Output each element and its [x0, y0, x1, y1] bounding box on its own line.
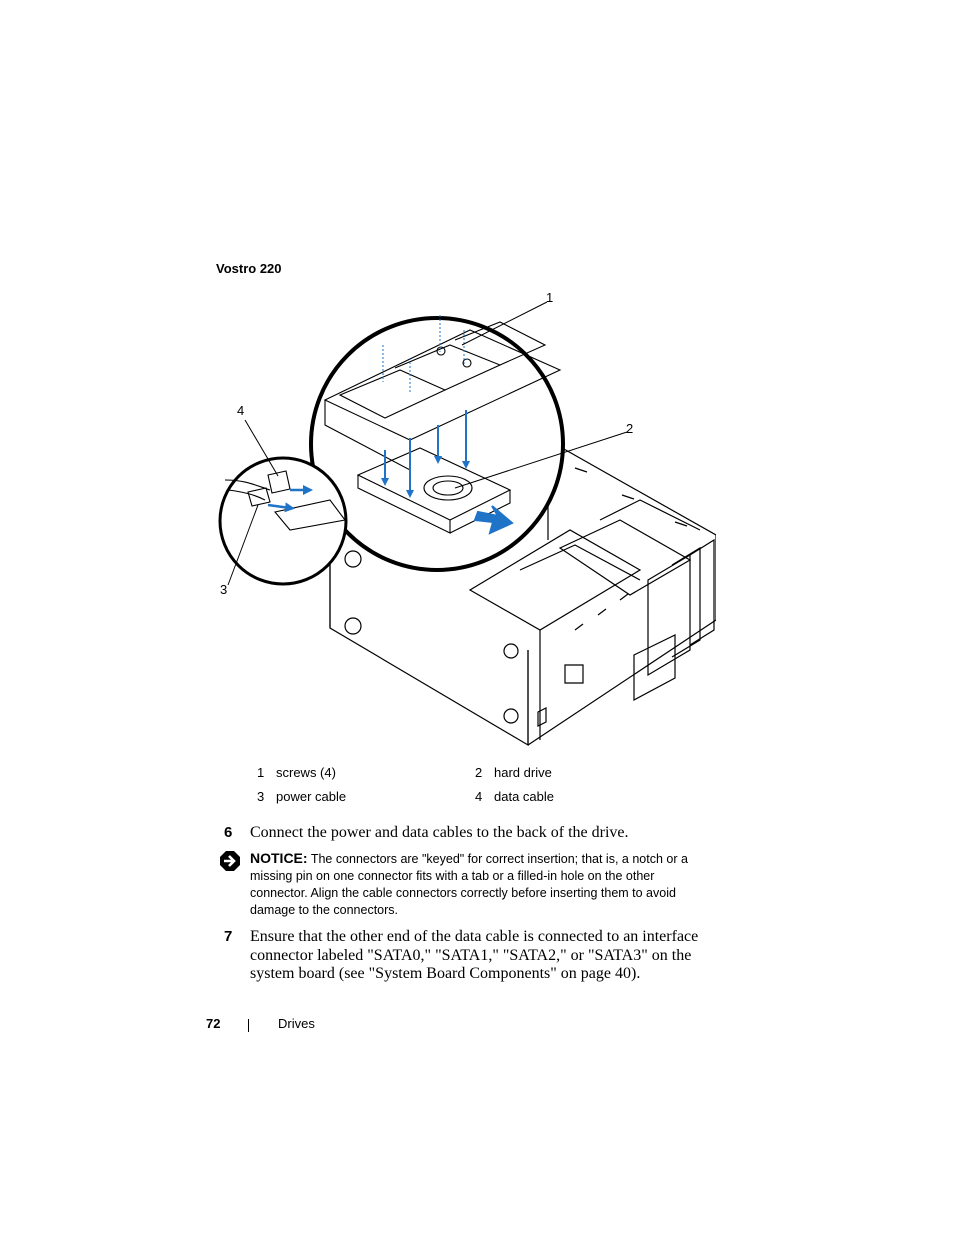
legend-item: 4 data cable — [475, 789, 554, 804]
legend-label: data cable — [494, 789, 554, 804]
notice-label: NOTICE: — [250, 850, 308, 866]
footer-divider — [248, 1019, 249, 1032]
callout-4: 4 — [237, 403, 245, 418]
step-number: 7 — [224, 928, 233, 945]
page-number: 72 — [206, 1016, 221, 1031]
notice-icon — [220, 851, 240, 871]
legend-item: 1 screws (4) — [257, 765, 336, 780]
footer-section: Drives — [278, 1016, 315, 1031]
step-text: Connect the power and data cables to the… — [250, 824, 629, 841]
legend-item: 2 hard drive — [475, 765, 552, 780]
callout-1: 1 — [546, 290, 554, 305]
callout-3: 3 — [220, 582, 228, 597]
legend-item: 3 power cable — [257, 789, 346, 804]
legend-label: screws (4) — [276, 765, 336, 780]
notice-text: The connectors are "keyed" for correct i… — [250, 852, 688, 917]
legend-label: hard drive — [494, 765, 552, 780]
hard-drive-installation-illustration — [218, 301, 716, 747]
callout-2: 2 — [626, 421, 634, 436]
legend-number: 3 — [257, 789, 265, 804]
legend-number: 1 — [257, 765, 265, 780]
step-number: 6 — [224, 824, 233, 841]
figure-caption: Vostro 220 — [216, 261, 282, 276]
legend-label: power cable — [276, 789, 347, 804]
legend-number: 2 — [475, 765, 483, 780]
step-text: Ensure that the other end of the data ca… — [250, 928, 699, 982]
legend-number: 4 — [475, 789, 483, 804]
